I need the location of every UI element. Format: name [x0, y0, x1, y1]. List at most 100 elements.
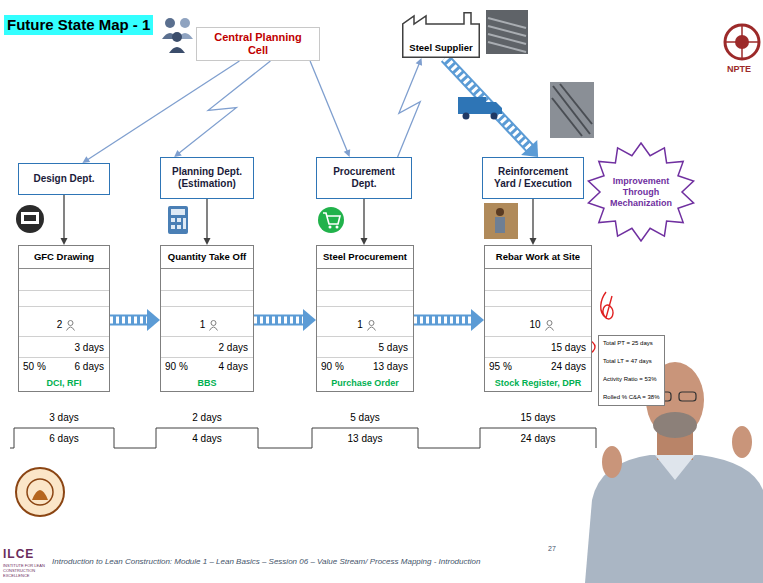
operator-head — [547, 321, 552, 326]
presenter-photo-part — [655, 455, 695, 480]
arrow-head — [344, 149, 350, 157]
arrow-head — [82, 156, 90, 163]
row-line — [161, 306, 253, 307]
truck-icon-part — [486, 102, 502, 114]
department-box: Design Dept. — [18, 163, 110, 195]
planning-cell-box: Central Planning Cell — [196, 27, 320, 61]
logo-text: ILCE — [3, 548, 34, 561]
row-line — [317, 268, 413, 269]
worker-photo-part — [484, 203, 518, 239]
connector — [174, 61, 270, 157]
connector-line — [310, 61, 347, 152]
operator-body — [367, 327, 375, 331]
process-time: 2 days — [219, 342, 248, 354]
node-label: Improvement Through Mechanization — [606, 176, 676, 209]
timeline-value: 4 days — [192, 433, 221, 445]
connector-line — [63, 195, 64, 239]
calculator-icon-part — [171, 218, 175, 222]
row-line — [19, 336, 109, 337]
row-line — [485, 306, 591, 307]
operator-count: 1 — [357, 319, 363, 331]
calculator-icon-part — [183, 218, 186, 229]
rebar-photo — [550, 82, 594, 138]
connector-line — [414, 315, 472, 326]
calculator-icon-part — [177, 218, 181, 222]
presenter-photo — [585, 362, 763, 583]
connector-line — [110, 315, 148, 326]
row-line — [161, 268, 253, 269]
rebar-photo-part — [553, 86, 590, 134]
timeline-value: 6 days — [49, 433, 78, 445]
process-name: Quantity Take Off — [168, 251, 246, 263]
steel-photo — [486, 10, 528, 54]
operator-body — [210, 327, 218, 331]
drawing-machine-icon-part — [21, 212, 39, 224]
cart-icon-part — [336, 226, 339, 229]
row-line — [317, 290, 413, 291]
connector-line — [445, 58, 530, 148]
drawing-machine-icon — [16, 205, 44, 233]
connector-line — [445, 58, 530, 148]
timeline-value: 13 days — [347, 433, 382, 445]
connector-line — [206, 199, 207, 239]
cart-icon-part — [318, 207, 344, 233]
iit-logo-part — [32, 490, 48, 500]
connector-line — [110, 317, 148, 324]
connector — [398, 58, 422, 157]
lead-time: 4 days — [219, 361, 248, 373]
department-box: Planning Dept. (Estimation) — [160, 157, 254, 199]
supplier-factory: Steel Supplier — [402, 12, 480, 58]
connector — [82, 61, 239, 163]
arrow-head — [174, 150, 182, 157]
arrow-head — [61, 238, 68, 245]
row-line — [485, 357, 591, 358]
document-name: BBS — [197, 377, 216, 389]
connector-line — [414, 317, 472, 324]
operator-icon — [66, 320, 75, 331]
node-label: Design Dept. — [33, 173, 94, 185]
connector — [61, 195, 68, 245]
row-line — [317, 357, 413, 358]
row-line — [161, 290, 253, 291]
connector — [110, 309, 160, 331]
connector — [310, 61, 350, 157]
calculator-icon-part — [171, 209, 185, 215]
slide-title: Future State Map - 1 — [4, 15, 153, 35]
connector-line — [254, 317, 304, 324]
process-box: Quantity Take Off12 days90 %4 daysBBS — [160, 245, 254, 392]
timeline-value: 2 days — [192, 412, 221, 424]
process-box: GFC Drawing23 days50 %6 daysDCI, RFI — [18, 245, 110, 392]
kaizen-burst: Improvement Through Mechanization — [586, 142, 696, 242]
operator-count: 2 — [57, 319, 63, 331]
arrow-head — [471, 309, 484, 331]
summary-box: Total PT = 25 daysTotal LT = 47 daysActi… — [598, 335, 665, 406]
quality-rate: 50 % — [23, 361, 46, 373]
summary-line: Rolled % C&A = 38% — [603, 394, 660, 401]
arrow-head — [416, 58, 422, 66]
calculator-icon-part — [177, 225, 181, 229]
timeline-value: 5 days — [350, 412, 379, 424]
process-box: Steel Procurement15 days90 %13 daysPurch… — [316, 245, 414, 392]
people-icon-part — [165, 18, 175, 28]
node-label: Central Planning Cell — [203, 31, 313, 57]
arrow-head — [521, 140, 538, 157]
row-line — [19, 357, 109, 358]
nptel-logo-part — [725, 41, 759, 43]
node-label: Procurement Dept. — [321, 166, 407, 190]
row-line — [485, 336, 591, 337]
process-name: Rebar Work at Site — [496, 251, 580, 263]
connector — [530, 199, 537, 245]
connector-line — [398, 63, 421, 157]
connector-line — [87, 61, 239, 160]
worker-photo-part — [495, 217, 505, 233]
row-line — [161, 357, 253, 358]
truck-icon-part — [463, 113, 470, 120]
presenter-photo-part — [653, 412, 697, 438]
connector-line — [532, 199, 533, 239]
document-name: Stock Register, DPR — [495, 377, 582, 389]
operator-body — [545, 327, 553, 331]
presenter-photo-part — [679, 392, 696, 401]
connector — [254, 309, 316, 331]
rebar-photo-part — [560, 84, 592, 124]
operator-icon — [209, 320, 218, 331]
